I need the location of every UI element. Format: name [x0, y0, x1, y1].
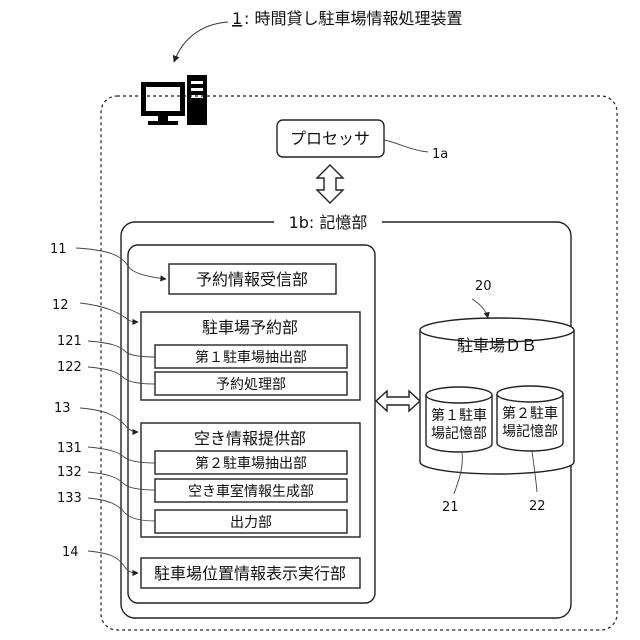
unit-14-ref: 14: [62, 545, 79, 560]
device-ref: 1: [232, 9, 242, 28]
store-22-line1: 第２駐車: [502, 405, 558, 422]
unit-11-ref: 11: [50, 242, 67, 257]
unit-131-ref: 131: [57, 441, 82, 456]
device-title: : 時間貸し駐車場情報処理装置: [244, 9, 462, 28]
unit-13-label: 空き情報提供部: [194, 429, 306, 448]
unit-122-ref: 122: [57, 360, 82, 375]
processor-storage-arrow: [317, 165, 343, 203]
storage-title: 1b: 記憶部: [289, 213, 368, 232]
store-21-line2: 場記憶部: [431, 425, 487, 442]
unit-121-ref: 121: [57, 334, 82, 349]
store-22-line2: 場記憶部: [502, 423, 558, 440]
unit-133-ref: 133: [57, 491, 82, 506]
processor-label: プロセッサ: [290, 129, 370, 148]
unit-122-label: 予約処理部: [216, 377, 286, 393]
store-21-line1: 第１駐車: [431, 407, 487, 424]
unit-14-label: 駐車場位置情報表示実行部: [154, 564, 346, 583]
computer-icon: [141, 75, 207, 125]
unit-132-ref: 132: [57, 465, 82, 480]
unit-12-ref: 12: [52, 298, 69, 313]
unit-132-label: 空き車室情報生成部: [188, 483, 314, 500]
unit-133-label: 出力部: [230, 515, 272, 531]
unit-121-label: 第１駐車場抽出部: [195, 349, 307, 366]
device-pointer-arrow: [174, 22, 228, 62]
unit-131-label: 第２駐車場抽出部: [195, 455, 307, 472]
processor-ref: 1a: [432, 147, 448, 162]
store-22-ref: 22: [529, 499, 546, 514]
store-21-ref: 21: [442, 500, 459, 515]
database-ref: 20: [475, 279, 492, 294]
database-label: 駐車場ＤＢ: [457, 336, 537, 355]
unit-13-ref: 13: [54, 401, 71, 416]
unit-12-label: 駐車場予約部: [202, 318, 298, 337]
unit-11-label: 予約情報受信部: [196, 270, 308, 289]
processor-leader: [384, 140, 428, 152]
